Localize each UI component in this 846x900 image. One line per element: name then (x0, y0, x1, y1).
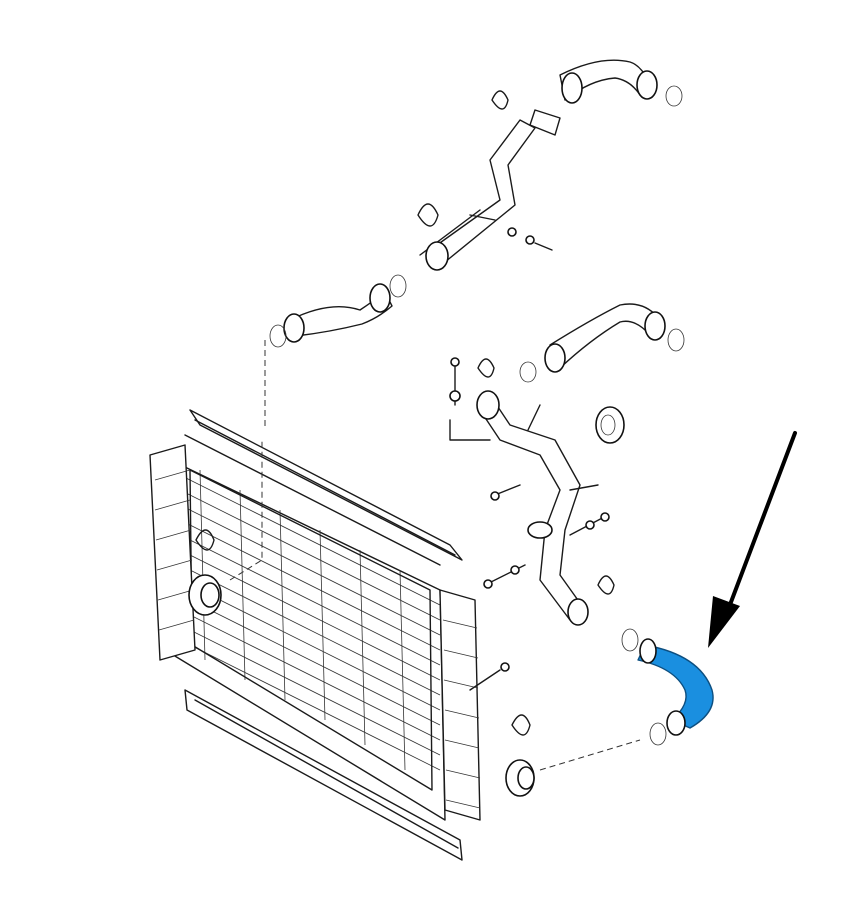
core-fins (169, 469, 441, 771)
pointer-arrow (708, 431, 797, 648)
assembly-line-left-outlet (229, 440, 263, 581)
intercooler (149, 409, 535, 861)
top-right-pipe (529, 59, 683, 136)
highlighted-intake-hose (621, 628, 714, 746)
middle-pipe (449, 357, 625, 626)
upper-pipe-left (269, 209, 481, 348)
assembly-line-right-outlet (539, 739, 641, 771)
middle-right-pipe (519, 303, 685, 383)
upper-pipe-long (417, 90, 553, 271)
